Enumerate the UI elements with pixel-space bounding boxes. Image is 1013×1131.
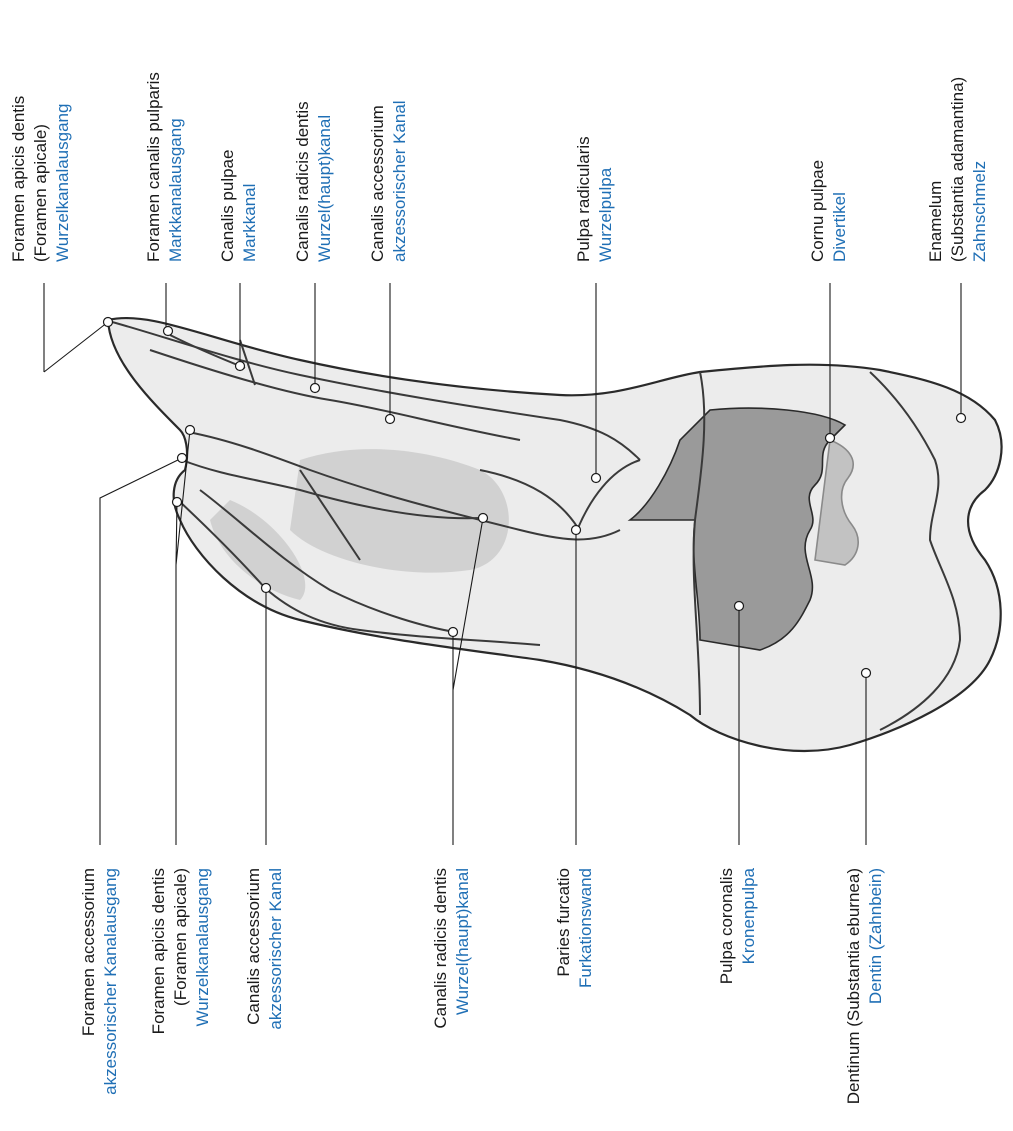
label-pulpa-radicularis: Pulpa radicularis Wurzelpulpa	[574, 136, 615, 262]
label-german: akzessorischer Kanal	[390, 100, 409, 262]
label-german: Wurzelkanalausgang	[53, 104, 72, 262]
label-german: Markkanalausgang	[166, 118, 185, 262]
label-canalis-radicis-top: Canalis radicis dentis Wurzel(haupt)kana…	[293, 101, 334, 262]
label-canalis-radicis-bottom: Canalis radicis dentis Wurzel(haupt)kana…	[431, 868, 472, 1029]
label-german: akzessorischer Kanalausgang	[101, 868, 120, 1095]
label-latin: Foramen accessorium	[79, 868, 98, 1036]
label-pin	[592, 474, 601, 483]
label-latin-alt: (Foramen apicale)	[171, 868, 190, 1006]
label-pin	[236, 362, 245, 371]
label-pin	[572, 526, 581, 535]
label-german: Divertikel	[830, 192, 849, 262]
label-latin: Canalis radicis dentis	[431, 868, 450, 1029]
label-german: Wurzelpulpa	[596, 167, 615, 262]
label-latin: Enamelum	[926, 181, 945, 262]
label-pin	[262, 584, 271, 593]
tooth-illustration	[108, 318, 1002, 751]
label-latin: Foramen canalis pulparis	[144, 72, 163, 262]
leader-line	[44, 283, 108, 372]
label-paries-furcatio: Paries furcatio Furkationswand	[554, 868, 595, 988]
label-german: Furkationswand	[576, 868, 595, 988]
label-latin: Canalis pulpae	[218, 150, 237, 262]
label-latin: Pulpa radicularis	[574, 136, 593, 262]
label-pin	[957, 414, 966, 423]
label-latin: Cornu pulpae	[808, 160, 827, 262]
label-foramen-apicis-top: Foramen apicis dentis (Foramen apicale) …	[9, 96, 72, 262]
label-german: Wurzelkanalausgang	[193, 868, 212, 1026]
label-german: Wurzel(haupt)kanal	[315, 115, 334, 262]
label-enamelum: Enamelum (Substantia adamantina) Zahnsch…	[926, 77, 989, 262]
label-pin	[186, 426, 195, 435]
label-pin	[104, 318, 113, 327]
label-dentinum: Dentinum (Substantia eburnea) Dentin (Za…	[844, 868, 885, 1104]
label-pin	[735, 602, 744, 611]
bottom-labels: Foramen accessorium akzessorischer Kanal…	[79, 867, 885, 1104]
label-latin: Foramen apicis dentis	[9, 96, 28, 262]
label-foramen-canalis-pulparis: Foramen canalis pulparis Markkanalausgan…	[144, 72, 185, 262]
label-canalis-accessorium-top: Canalis accessorium akzessorischer Kanal	[368, 100, 409, 262]
label-german: Wurzel(haupt)kanal	[453, 868, 472, 1015]
label-latin-alt: (Substantia adamantina)	[948, 77, 967, 262]
leader-line	[100, 458, 182, 845]
label-latin: Paries furcatio	[554, 868, 573, 977]
label-pin	[862, 669, 871, 678]
label-german: Dentin (Zahnbein)	[866, 868, 885, 1004]
label-latin: Canalis accessorium	[368, 105, 387, 262]
label-canalis-accessorium-bottom: Canalis accessorium akzessorischer Kanal	[244, 868, 285, 1030]
label-latin: Canalis radicis dentis	[293, 101, 312, 262]
label-german: akzessorischer Kanal	[266, 868, 285, 1030]
label-pin	[449, 628, 458, 637]
label-canalis-pulpae: Canalis pulpae Markkanal	[218, 150, 259, 262]
label-latin: Foramen apicis dentis	[149, 868, 168, 1034]
label-german: Zahnschmelz	[970, 161, 989, 262]
top-labels: Foramen apicis dentis (Foramen apicale) …	[9, 72, 989, 262]
label-latin-alt: (Foramen apicale)	[31, 124, 50, 262]
label-foramen-accessorium: Foramen accessorium akzessorischer Kanal…	[79, 868, 120, 1095]
label-german: Markkanal	[240, 184, 259, 262]
label-german: Kronenpulpa	[739, 867, 758, 964]
label-cornu-pulpae: Cornu pulpae Divertikel	[808, 160, 849, 262]
label-pin	[178, 454, 187, 463]
label-pin	[311, 384, 320, 393]
label-pin	[479, 514, 488, 523]
label-pin	[826, 434, 835, 443]
label-pin	[173, 498, 182, 507]
label-pulpa-coronalis: Pulpa coronalis Kronenpulpa	[717, 867, 758, 984]
label-latin: Dentinum (Substantia eburnea)	[844, 868, 863, 1104]
label-latin: Canalis accessorium	[244, 868, 263, 1025]
label-foramen-apicis-bottom: Foramen apicis dentis (Foramen apicale) …	[149, 868, 212, 1034]
label-latin: Pulpa coronalis	[717, 868, 736, 984]
label-pin	[386, 415, 395, 424]
label-pin	[164, 327, 173, 336]
